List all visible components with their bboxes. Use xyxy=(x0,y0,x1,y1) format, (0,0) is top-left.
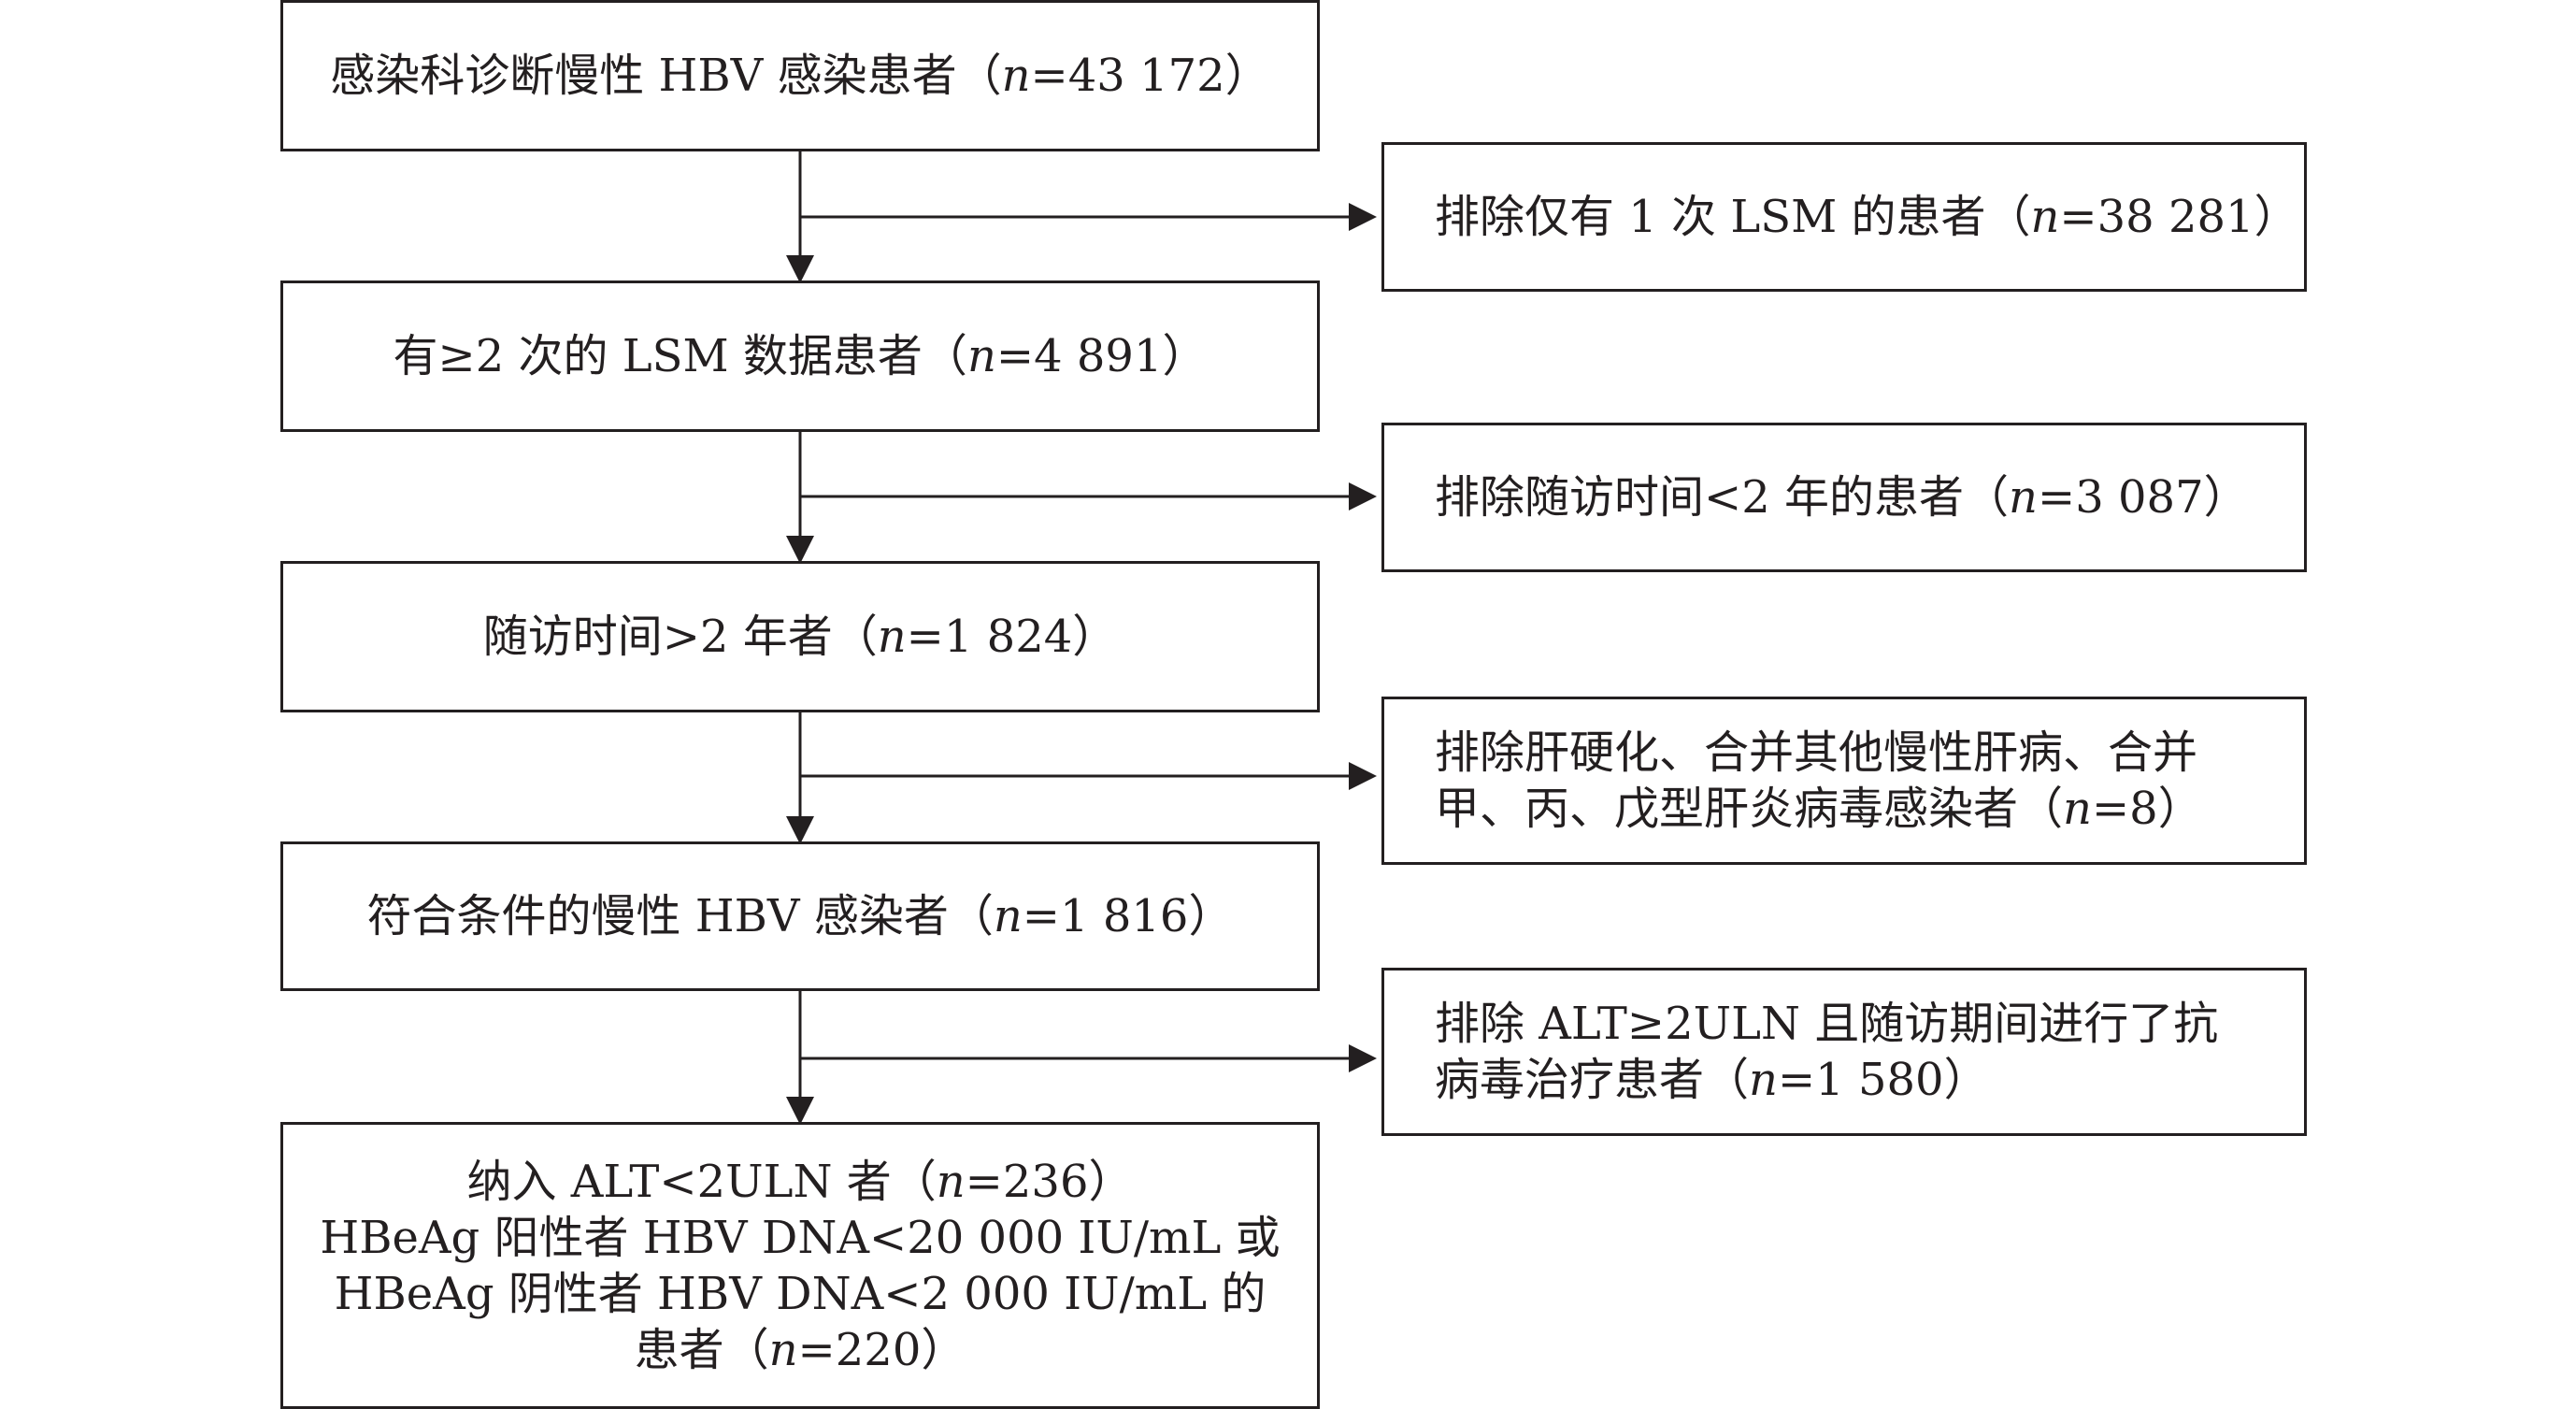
step-box-lsm-2plus: 有≥2 次的 LSM 数据患者（n=4 891） xyxy=(280,280,1320,432)
exclusion-box-antiviral: 排除 ALT≥2ULN 且随访期间进行了抗 病毒治疗患者（n=1 580） xyxy=(1381,968,2307,1136)
n-symbol: n xyxy=(877,611,907,663)
n-symbol: n xyxy=(2030,191,2060,243)
exclusion-line2: 病毒治疗患者 xyxy=(1435,1054,1705,1106)
step-box-diagnosed: 感染科诊断慢性 HBV 感染患者（n=43 172） xyxy=(280,0,1320,151)
exclusion-box-cirrhosis: 排除肝硬化、合并其他慢性肝病、合并 甲、丙、戊型肝炎病毒感染者（n=8） xyxy=(1381,697,2307,865)
exclusion-line1: 排除肝硬化、合并其他慢性肝病、合并 xyxy=(1435,726,2198,779)
exclusion-label: 排除仅有 1 次 LSM 的患者 xyxy=(1435,191,1986,243)
exclusion-box-single-lsm: 排除仅有 1 次 LSM 的患者（n=38 281） xyxy=(1381,142,2307,292)
n-symbol: n xyxy=(2063,783,2092,835)
n-value: =1 816 xyxy=(1022,890,1189,942)
final-line2: HBeAg 阳性者 HBV DNA<20 000 IU/mL 或 xyxy=(320,1211,1281,1264)
step-label: 有≥2 次的 LSM 数据患者 xyxy=(393,330,923,382)
n-value: =3 087 xyxy=(2037,471,2204,524)
n-symbol: n xyxy=(768,1323,798,1376)
n-symbol: n xyxy=(993,890,1023,942)
exclusion-label: 排除随访时间<2 年的患者 xyxy=(1435,471,1965,524)
n-value: =43 172 xyxy=(1030,50,1225,102)
n-symbol: n xyxy=(1001,50,1031,102)
n-symbol: n xyxy=(2009,471,2038,524)
n-symbol: n xyxy=(936,1155,966,1208)
n-symbol: n xyxy=(1749,1054,1778,1106)
n-value: =220 xyxy=(797,1323,922,1376)
n-value: =1 580 xyxy=(1777,1054,1944,1106)
final-line4-text: 患者 xyxy=(634,1323,724,1376)
final-line1-text: 纳入 ALT<2ULN 者 xyxy=(466,1155,892,1208)
n-value: =236 xyxy=(965,1155,1089,1208)
final-line3: HBeAg 阴性者 HBV DNA<2 000 IU/mL 的 xyxy=(334,1267,1267,1320)
n-value: =38 281 xyxy=(2059,191,2254,243)
exclusion-line1: 排除 ALT≥2ULN 且随访期间进行了抗 xyxy=(1435,998,2219,1050)
exclusion-line2: 甲、丙、戊型肝炎病毒感染者 xyxy=(1435,783,2019,835)
step-label: 随访时间>2 年者 xyxy=(482,611,833,663)
n-symbol: n xyxy=(966,330,996,382)
step-label: 感染科诊断慢性 HBV 感染患者 xyxy=(330,50,957,102)
n-value: =4 891 xyxy=(995,330,1163,382)
step-box-eligible: 符合条件的慢性 HBV 感染者（n=1 816） xyxy=(280,841,1320,991)
n-value: =8 xyxy=(2091,783,2158,835)
step-box-followup: 随访时间>2 年者（n=1 824） xyxy=(280,561,1320,712)
n-value: =1 824 xyxy=(906,611,1073,663)
step-label: 符合条件的慢性 HBV 感染者 xyxy=(366,890,949,942)
step-box-final: 纳入 ALT<2ULN 者（n=236） HBeAg 阳性者 HBV DNA<2… xyxy=(280,1122,1320,1409)
exclusion-box-short-followup: 排除随访时间<2 年的患者（n=3 087） xyxy=(1381,423,2307,572)
